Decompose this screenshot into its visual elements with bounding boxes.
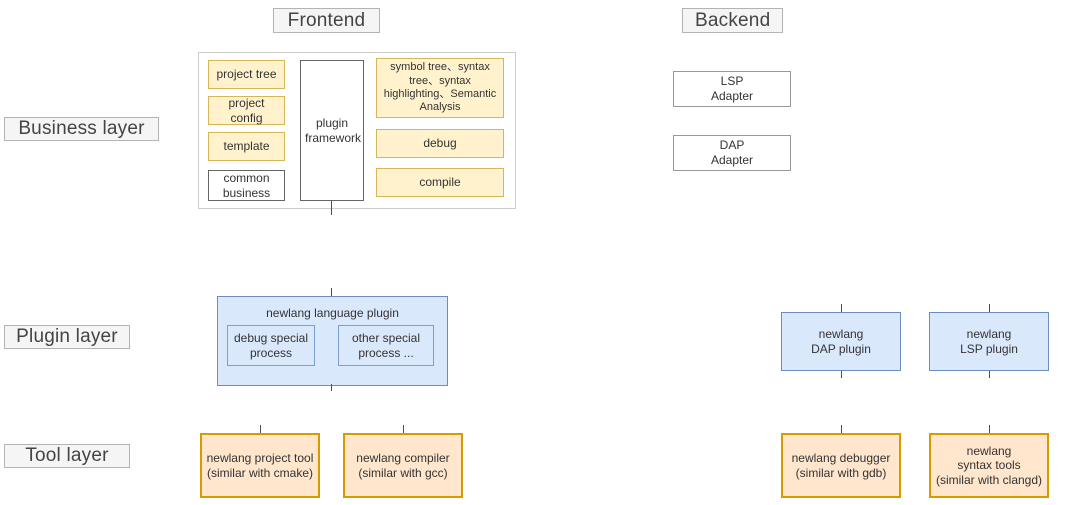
plugin-box-other-special-process-label: other special process ... (351, 330, 421, 360)
frontend-box-common-business-label: common business (222, 170, 271, 200)
frontend-box-template-label: template (223, 139, 270, 154)
frontend-box-debug[interactable]: debug (376, 129, 504, 158)
backend-box-lsp-adapter-label: LSP Adapter (710, 74, 754, 103)
backend-box-lsp-adapter[interactable]: LSP Adapter (673, 71, 791, 107)
section-title-backend: Backend (682, 8, 783, 33)
tool-box-newlang-project-tool-label: newlang project tool (similar with cmake… (206, 450, 314, 480)
connector-debugger-up (841, 425, 842, 433)
plugin-box-debug-special-process-label: debug special process (233, 330, 309, 360)
tool-box-newlang-compiler-label: newlang compiler (similar with gcc) (356, 450, 450, 480)
frontend-box-plugin-framework-label: plugin framework (305, 115, 362, 145)
connector-dap-plugin-up (841, 304, 842, 312)
connector-syntax-tools-up (989, 425, 990, 433)
frontend-box-common-business[interactable]: common business (208, 170, 285, 201)
plugin-box-debug-special-process[interactable]: debug special process (227, 325, 315, 366)
tool-box-newlang-debugger-label: newlang debugger (similar with gdb) (791, 450, 891, 480)
plugin-group-title: newlang language plugin (266, 306, 399, 320)
section-title-frontend-label: Frontend (287, 9, 366, 31)
plugin-box-other-special-process[interactable]: other special process ... (338, 325, 434, 366)
frontend-box-compile-label: compile (419, 175, 461, 190)
section-title-backend-label: Backend (695, 9, 771, 31)
layer-label-business-text: Business layer (18, 118, 145, 140)
layer-label-business: Business layer (4, 117, 159, 141)
connector-plugin-framework-down (331, 201, 332, 215)
frontend-box-project-config-label: project config (228, 95, 265, 125)
connector-compiler-up (403, 425, 404, 433)
frontend-box-compile[interactable]: compile (376, 168, 504, 197)
backend-box-dap-adapter-label: DAP Adapter (710, 138, 754, 167)
frontend-box-symbol-syntax[interactable]: symbol tree、syntax tree、syntax highlight… (376, 58, 504, 118)
frontend-box-debug-label: debug (423, 136, 457, 151)
connector-project-tool-up (260, 425, 261, 433)
tool-box-newlang-compiler[interactable]: newlang compiler (similar with gcc) (343, 433, 463, 498)
connector-language-plugin-up (331, 288, 332, 296)
plugin-box-newlang-dap-plugin-label: newlang DAP plugin (811, 326, 871, 356)
connector-language-plugin-down (331, 384, 332, 391)
layer-label-plugin-text: Plugin layer (16, 326, 118, 348)
plugin-box-newlang-lsp-plugin-label: newlang LSP plugin (960, 326, 1018, 356)
section-title-frontend: Frontend (273, 8, 380, 33)
frontend-box-template[interactable]: template (208, 132, 285, 161)
frontend-box-plugin-framework[interactable]: plugin framework (300, 60, 364, 201)
layer-label-tool-text: Tool layer (25, 445, 109, 467)
frontend-box-project-config[interactable]: project config (208, 96, 285, 125)
plugin-box-newlang-lsp-plugin[interactable]: newlang LSP plugin (929, 312, 1049, 371)
frontend-box-symbol-syntax-label: symbol tree、syntax tree、syntax highlight… (383, 61, 497, 114)
tool-box-newlang-debugger[interactable]: newlang debugger (similar with gdb) (781, 433, 901, 498)
backend-box-dap-adapter[interactable]: DAP Adapter (673, 135, 791, 171)
layer-label-tool: Tool layer (4, 444, 130, 468)
tool-box-newlang-project-tool[interactable]: newlang project tool (similar with cmake… (200, 433, 320, 498)
frontend-box-project-tree-label: project tree (216, 67, 277, 82)
connector-lsp-plugin-down (989, 371, 990, 378)
layer-label-plugin: Plugin layer (4, 325, 130, 349)
frontend-box-project-tree[interactable]: project tree (208, 60, 285, 89)
connector-dap-plugin-down (841, 371, 842, 378)
tool-box-newlang-syntax-tools[interactable]: newlang syntax tools (similar with clang… (929, 433, 1049, 498)
tool-box-newlang-syntax-tools-label: newlang syntax tools (similar with clang… (935, 443, 1043, 487)
plugin-box-newlang-dap-plugin[interactable]: newlang DAP plugin (781, 312, 901, 371)
connector-lsp-plugin-up (989, 304, 990, 312)
